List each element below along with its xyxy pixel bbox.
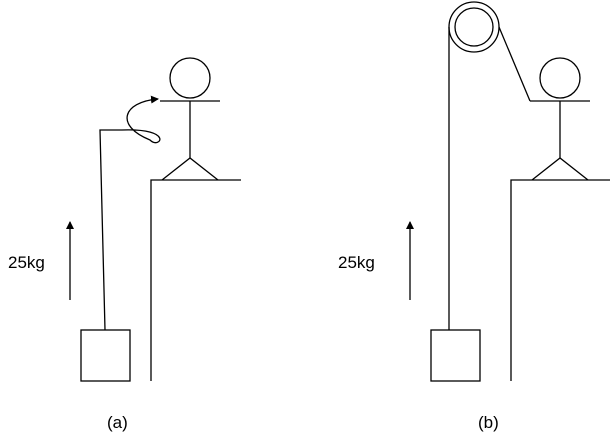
stick-figure-b xyxy=(530,57,590,181)
platform-a xyxy=(150,179,241,381)
stick-figure-a xyxy=(160,57,220,181)
head-b xyxy=(539,57,581,99)
mass-block-a xyxy=(80,329,131,382)
panel-b: 25kg (b) xyxy=(338,1,610,432)
head-a xyxy=(169,57,211,99)
pulley-inner xyxy=(454,7,494,47)
pulley-outer xyxy=(448,1,500,53)
pulley-b xyxy=(448,1,500,53)
mass-label-b: 25kg xyxy=(338,253,375,272)
caption-b: (b) xyxy=(478,413,499,432)
rope-b-right xyxy=(498,26,531,102)
legs-b xyxy=(531,157,589,181)
legs-a xyxy=(161,157,219,181)
mass-block-b xyxy=(430,329,481,382)
platform-b xyxy=(510,179,610,381)
panel-a: 25kg (a) xyxy=(8,57,241,432)
mass-label-a: 25kg xyxy=(8,253,45,272)
caption-a: (a) xyxy=(107,413,128,432)
rope-a xyxy=(99,95,161,331)
